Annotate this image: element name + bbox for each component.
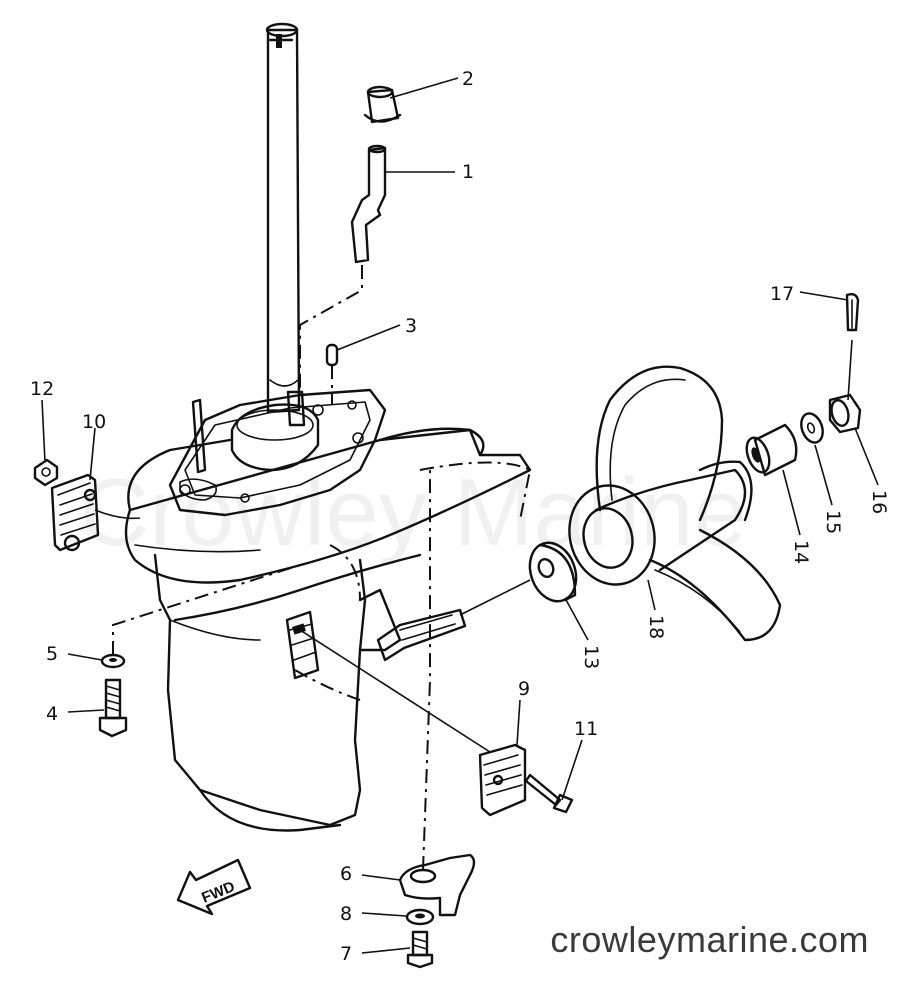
part-11-screw	[524, 773, 574, 814]
part-16-castle-nut	[828, 339, 862, 434]
fwd-arrow-icon: FWD	[176, 858, 252, 916]
callout-17: 17	[770, 283, 794, 305]
part-9-anode	[299, 629, 527, 817]
callout-labels: 1 2 3 4 5 6 7 8 9 10 11 12 13 14 15 16 1…	[30, 68, 890, 965]
part-15-washer	[800, 412, 824, 444]
callout-6: 6	[340, 863, 352, 885]
callout-2: 2	[462, 68, 474, 90]
callout-9: 9	[518, 678, 530, 700]
part-14-washer	[745, 423, 798, 477]
callout-1: 1	[462, 161, 474, 183]
callout-15: 15	[822, 510, 844, 534]
brand-footer: crowleymarine.com	[550, 919, 869, 960]
leader-lines	[41, 77, 879, 954]
callout-10: 10	[82, 411, 106, 433]
part-2-bushing	[363, 85, 402, 124]
callout-14: 14	[790, 540, 812, 564]
part-13-spacer	[528, 541, 578, 603]
part-3-dowel	[325, 343, 339, 405]
part-7-bolt	[406, 930, 434, 969]
callout-5: 5	[46, 643, 58, 665]
callout-12: 12	[30, 378, 54, 400]
callout-3: 3	[405, 315, 417, 337]
callout-8: 8	[340, 903, 352, 925]
drive-shaft	[265, 22, 301, 414]
callout-18: 18	[645, 615, 667, 639]
shift-rod	[286, 144, 387, 427]
watermark-text: Crowley Marine	[80, 459, 747, 566]
part-8-washer	[405, 908, 435, 926]
part-4-bolt	[98, 678, 128, 738]
callout-13: 13	[580, 645, 602, 669]
propeller-shaft	[376, 579, 531, 662]
part-5-washer	[100, 564, 301, 669]
callout-11: 11	[574, 718, 598, 740]
lower-casing	[124, 388, 532, 832]
part-18-propeller	[568, 365, 782, 642]
callout-16: 16	[868, 490, 890, 514]
part-17-cotter-pin	[845, 292, 860, 332]
part-6-trim-tab	[398, 470, 476, 917]
part-12-nut	[33, 458, 59, 487]
callout-4: 4	[46, 703, 58, 725]
callout-7: 7	[340, 943, 352, 965]
part-10-anode	[50, 473, 141, 552]
